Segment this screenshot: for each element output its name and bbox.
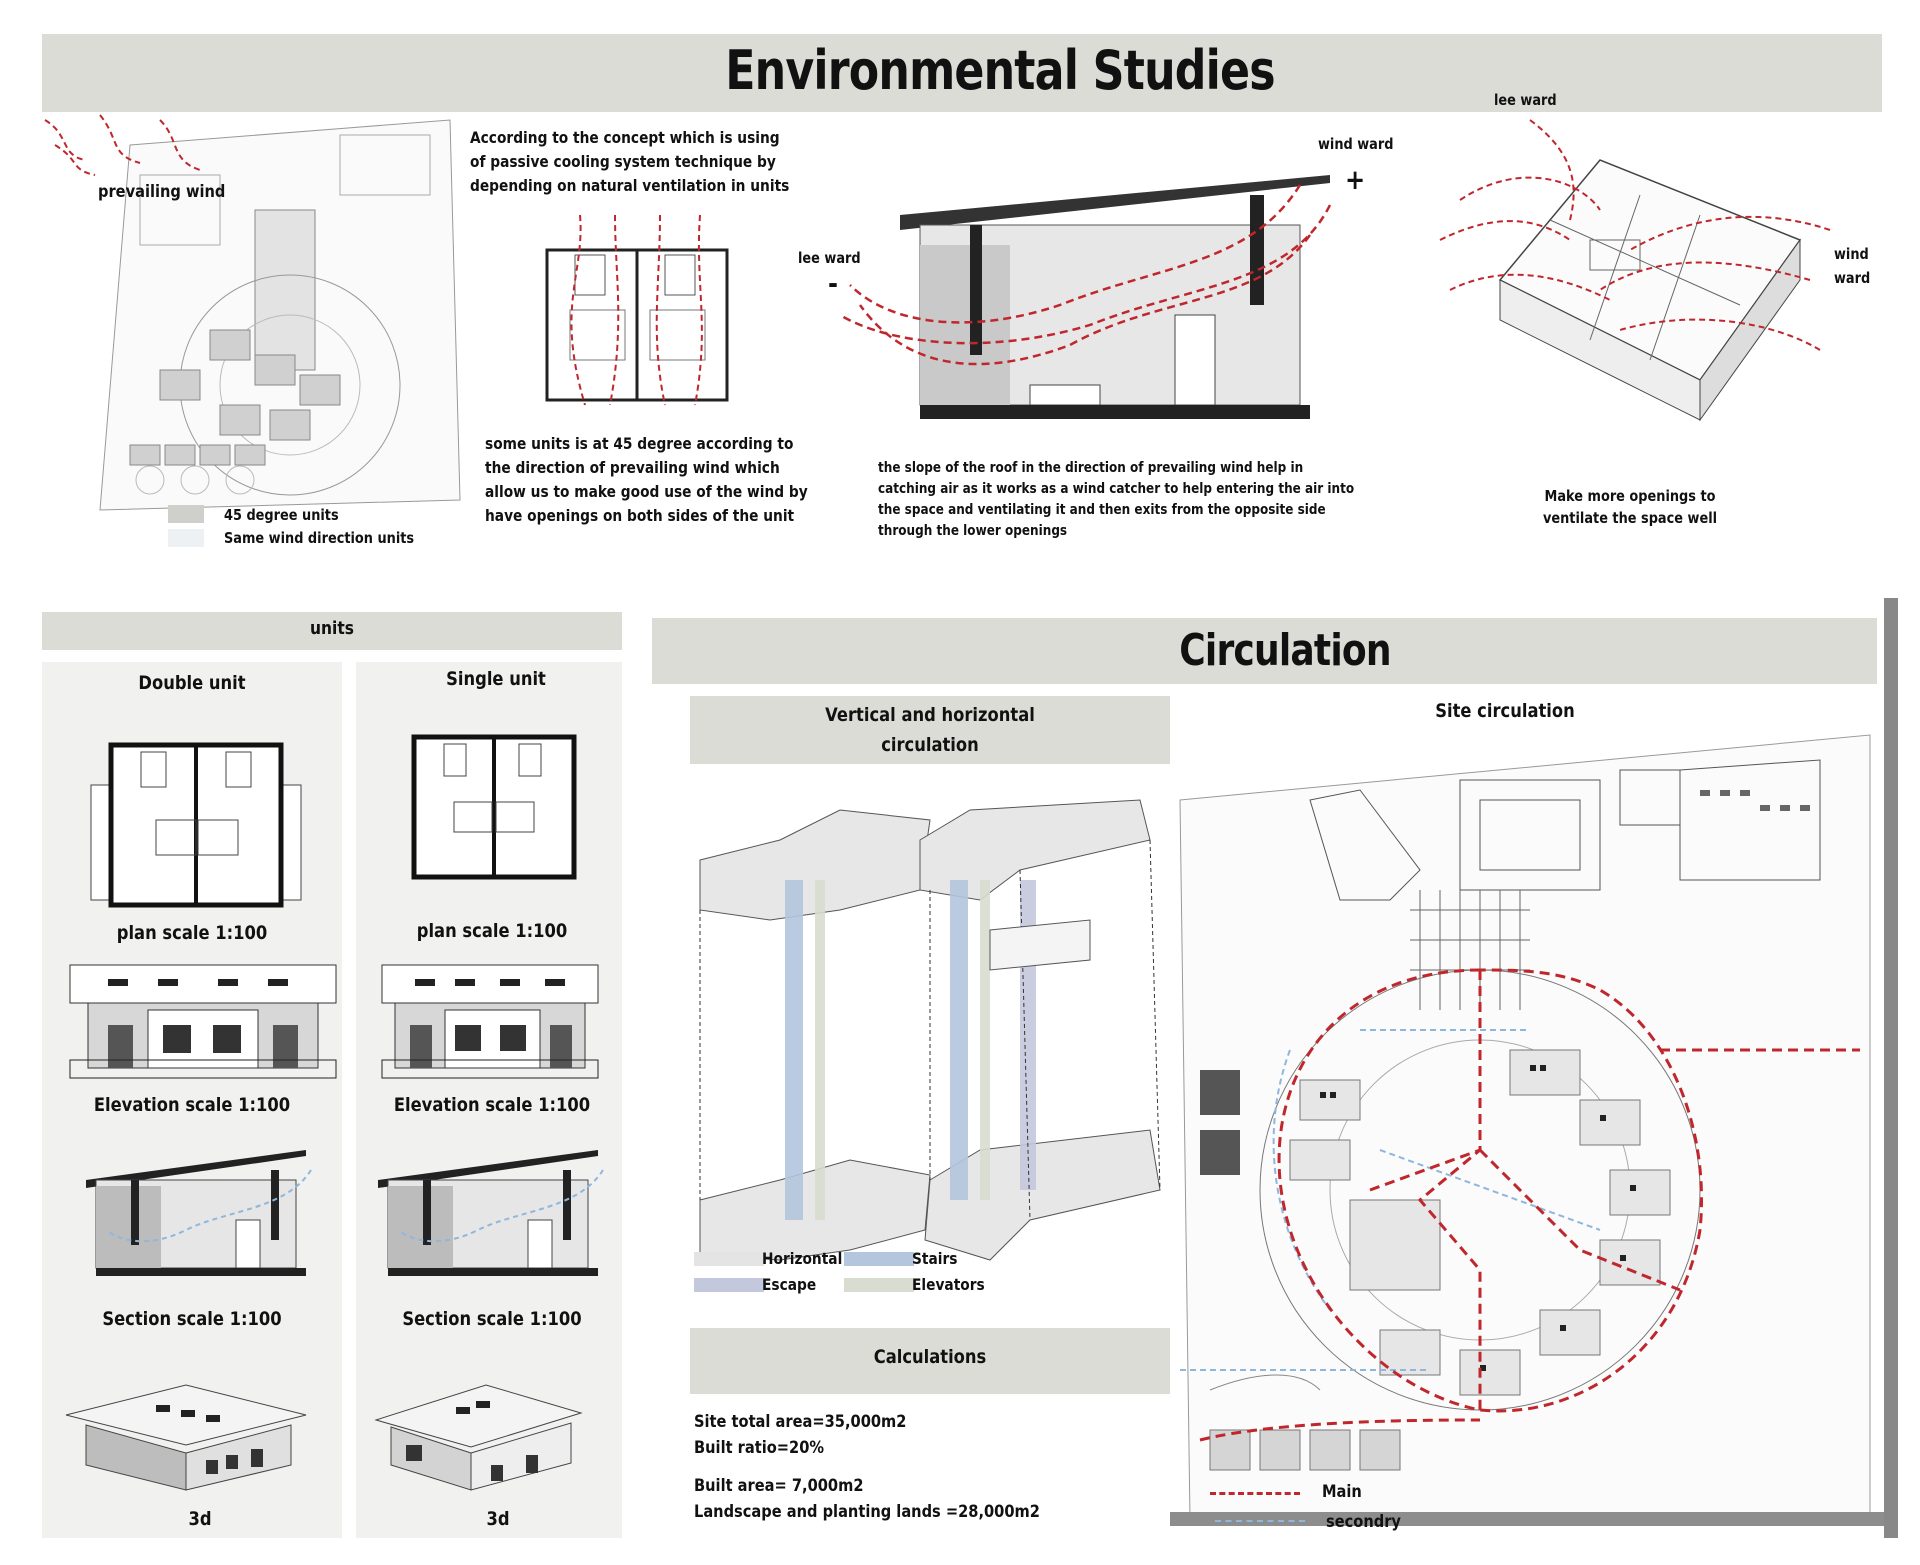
calc-line-2: Built ratio=20% (694, 1438, 825, 1458)
unit-orientation-text: some units is at 45 degree according to … (485, 434, 808, 525)
concept-text: According to the concept which is using … (470, 128, 790, 195)
circulation-title: Circulation (1179, 625, 1391, 676)
double-section-label: Section scale 1:100 (102, 1308, 282, 1330)
legend-swatch-45 (168, 505, 204, 523)
secondary-legend-line (1215, 1520, 1305, 1522)
wind-ward-label-2: wind ward (1834, 245, 1871, 287)
legend-swatch-same (168, 529, 204, 547)
double-unit-title: Double unit (138, 672, 246, 694)
double-unit-3d (65, 1384, 307, 1491)
legend-swatch-elevators (844, 1278, 914, 1292)
site-circulation-plan (1179, 734, 1871, 1521)
calc-title: Calculations (873, 1346, 987, 1368)
legend-swatch-stairs (844, 1252, 914, 1266)
single-unit-plan (411, 734, 577, 880)
calc-line-1: Site total area=35,000m2 (694, 1412, 907, 1432)
env-isometric-unit (1439, 119, 1831, 422)
prevailing-wind-label: prevailing wind (98, 182, 226, 202)
single-3d-label: 3d (486, 1508, 510, 1530)
legend-escape-label: Escape (762, 1275, 817, 1294)
single-unit-section (378, 1150, 604, 1276)
legend-same-label: Same wind direction units (224, 529, 415, 547)
units-header-band (42, 612, 622, 650)
single-unit-title: Single unit (446, 668, 546, 690)
main-legend-line (1210, 1492, 1300, 1495)
wind-ward-label: wind ward (1318, 135, 1394, 153)
lee-ward-label-2: lee ward (1494, 91, 1557, 109)
single-elevation-label: Elevation scale 1:100 (393, 1094, 591, 1116)
double-plan-label: plan scale 1:100 (116, 922, 268, 944)
env-title: Environmental Studies (725, 39, 1275, 102)
env-title-band (42, 34, 1882, 112)
env-unit-plan (545, 214, 729, 406)
env-section (839, 175, 1332, 419)
vh-title-band (690, 696, 1170, 764)
double-unit-section (86, 1150, 312, 1276)
site-circulation-title: Site circulation (1435, 700, 1575, 722)
secondary-legend-label: secondry (1326, 1512, 1401, 1532)
openings-text: Make more openings to ventilate the spac… (1542, 487, 1718, 527)
single-unit-3d (374, 1384, 583, 1491)
env-site-plan (44, 114, 461, 511)
vh-title: Vertical and horizontal circulation (825, 704, 1035, 756)
calc-title-band (690, 1328, 1170, 1394)
calc-line-3: Built area= 7,000m2 (694, 1476, 864, 1496)
right-edge-bar (1884, 598, 1898, 1538)
circulation-title-band (652, 618, 1877, 684)
single-section-label: Section scale 1:100 (402, 1308, 582, 1330)
units-header: units (310, 618, 354, 639)
legend-elevators-label: Elevators (912, 1275, 985, 1294)
legend-swatch-horizontal (694, 1252, 764, 1266)
double-3d-label: 3d (188, 1508, 212, 1530)
single-plan-label: plan scale 1:100 (416, 920, 568, 942)
roof-slope-text: the slope of the roof in the direction o… (878, 460, 1355, 539)
double-unit-elevation (69, 964, 337, 1079)
secondary-bar (1170, 1512, 1884, 1526)
double-elevation-label: Elevation scale 1:100 (93, 1094, 291, 1116)
legend-45-label: 45 degree units (224, 506, 339, 524)
legend-horizontal-label: Horizontal (762, 1249, 843, 1268)
main-legend-label: Main (1322, 1482, 1362, 1502)
lee-ward-label: lee ward (798, 249, 861, 267)
minus-sign: - (828, 267, 838, 300)
single-unit-elevation (381, 964, 599, 1079)
legend-stairs-label: Stairs (912, 1249, 958, 1268)
vh-circulation-diagram (699, 799, 1161, 1261)
plus-sign: + (1345, 163, 1366, 196)
calc-line-4: Landscape and planting lands =28,000m2 (694, 1502, 1040, 1522)
double-unit-plan (90, 742, 302, 908)
legend-swatch-escape (694, 1278, 764, 1292)
